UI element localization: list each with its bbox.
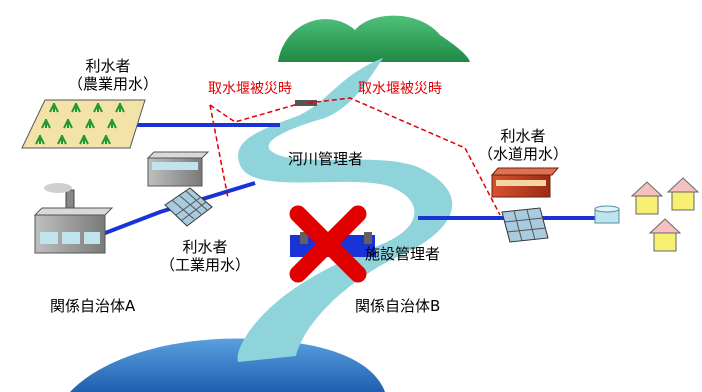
river (237, 58, 453, 362)
solar-panel-icon (501, 207, 549, 243)
industrial-user-line1: 利水者 (182, 238, 228, 256)
water-plant-icon (490, 167, 560, 198)
control-building-icon (146, 151, 210, 187)
intake-weir-icon (295, 100, 317, 106)
water-tank-icon (594, 205, 620, 224)
mountain-icon (278, 15, 470, 63)
water-user-line1: 利水者 (500, 127, 546, 145)
lake (70, 338, 385, 392)
industrial-user-line2: （工業用水） (159, 256, 250, 274)
water-user-line2: （水道用水） (477, 145, 568, 163)
rice-field-icon (21, 99, 146, 149)
river-manager-label: 河川管理者 (288, 150, 364, 168)
solar-panel-icon (164, 187, 213, 227)
agri-user-line2: （農業用水） (68, 75, 159, 93)
house-icon (666, 177, 700, 211)
municipality-a-label: 関係自治体A (50, 297, 136, 315)
intake-damage-label-left: 取水堰被災時 (208, 81, 292, 97)
agri-user-line1: 利水者 (85, 57, 131, 75)
cross-mark-icon (289, 205, 367, 283)
agri-user-label: 利水者 （農業用水） (68, 57, 159, 93)
intake-damage-label-right: 取水堰被災時 (358, 81, 442, 97)
factory-icon (33, 183, 114, 254)
industrial-user-label: 利水者 （工業用水） (150, 238, 260, 274)
house-icon (648, 218, 682, 252)
municipality-b-label: 関係自治体B (355, 297, 441, 315)
facility-manager-label: 施設管理者 (365, 245, 441, 263)
water-user-label: 利水者 （水道用水） (468, 127, 578, 163)
damage-dashed-lines (209, 97, 501, 216)
house-icon (630, 181, 664, 215)
